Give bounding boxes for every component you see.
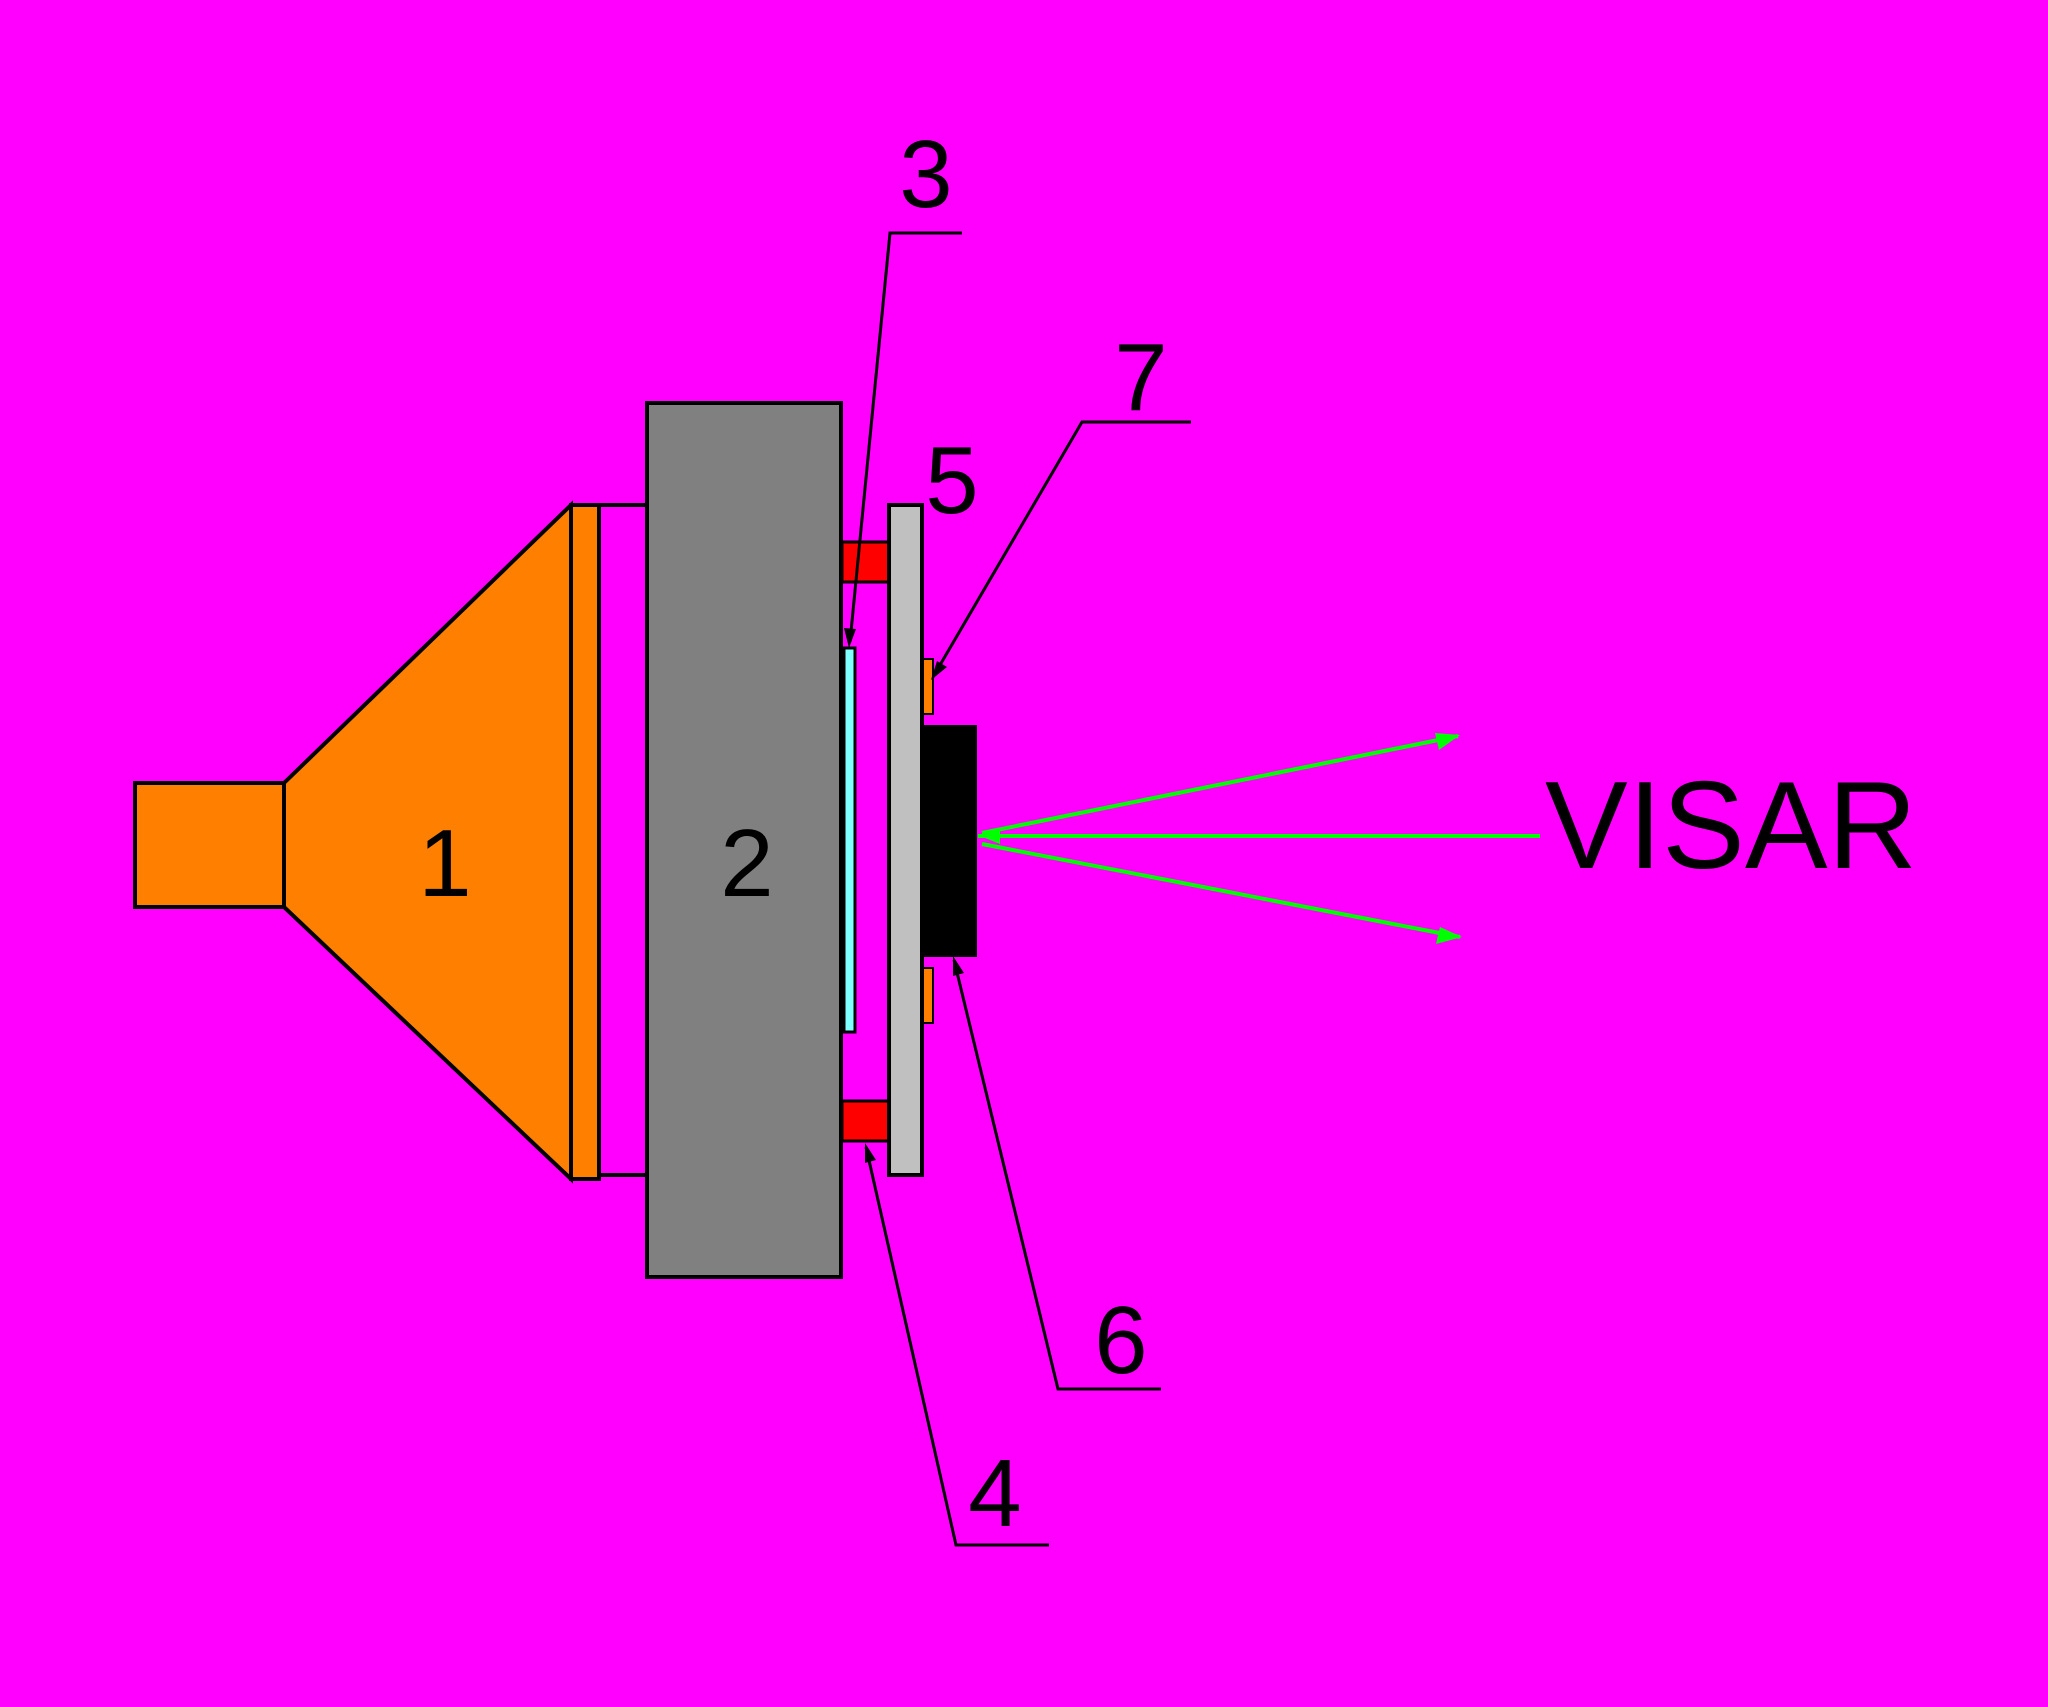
part-3-layer [842, 646, 857, 1034]
part-5-plate [887, 503, 924, 1177]
part-4-spacer-top [840, 540, 892, 584]
visar-beam-upper [981, 734, 1459, 835]
leader-line-4 [864, 1146, 1049, 1547]
visar-beam-upper-arrowhead [1435, 733, 1460, 750]
part-7-element-top [922, 658, 934, 715]
leader-line-3 [848, 231, 962, 643]
label-part-6: 6 [1094, 1287, 1147, 1394]
label-part-5: 5 [925, 427, 978, 534]
part-1-flange [569, 503, 601, 1181]
label-part-7: 7 [1114, 324, 1167, 431]
leader-arrowhead-4 [865, 1143, 876, 1163]
leader-arrowhead-6 [953, 956, 964, 976]
label-part-3: 3 [899, 121, 952, 228]
visar-beam-lower [981, 842, 1461, 939]
leader-arrowheads [844, 628, 964, 1163]
label-part-1: 1 [418, 810, 471, 917]
visar-beam-center-arrowhead [980, 828, 1000, 844]
leader-lines [848, 231, 1191, 1547]
visar-beam-lower-arrowhead [1436, 927, 1462, 944]
part-6-sample [922, 725, 977, 957]
part-4-spacer-bottom [840, 1099, 892, 1143]
label-visar: VISAR [1545, 757, 1917, 895]
part-2-block [645, 401, 843, 1279]
label-part-4: 4 [968, 1440, 1021, 1547]
visar-beams [978, 733, 1540, 944]
part-1-ring [597, 503, 649, 1177]
leader-arrowhead-7 [931, 661, 947, 680]
part-1-neck [133, 781, 286, 909]
part-7-element-bottom [922, 967, 934, 1024]
leader-line-6 [952, 959, 1161, 1391]
leader-arrowhead-3 [844, 628, 856, 648]
leader-line-7 [931, 420, 1191, 678]
label-part-2: 2 [720, 810, 773, 917]
